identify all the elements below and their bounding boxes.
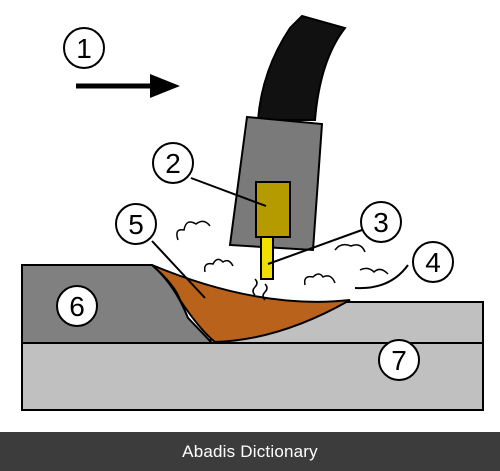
callout-6: 6 xyxy=(56,285,98,327)
callout-1-label: 1 xyxy=(76,33,92,64)
footer-text: Abadis Dictionary xyxy=(182,441,318,461)
callout-3: 3 xyxy=(360,201,402,243)
callout-5-label: 5 xyxy=(128,209,144,240)
shielding-gas xyxy=(176,220,389,301)
callout-4-label: 4 xyxy=(425,247,441,278)
weld-pool xyxy=(151,264,351,344)
welding-diagram: 1 2 3 4 5 6 7 xyxy=(21,14,484,411)
callout-5: 5 xyxy=(115,203,157,245)
electrode-wire xyxy=(260,236,274,280)
site-footer-banner: Abadis Dictionary xyxy=(0,432,500,471)
travel-direction-arrow xyxy=(76,74,180,98)
leader-lines xyxy=(151,177,409,299)
callout-2: 2 xyxy=(152,142,194,184)
torch-cable xyxy=(256,14,347,121)
callout-1: 1 xyxy=(63,27,105,69)
callout-3-label: 3 xyxy=(373,207,389,238)
callout-4: 4 xyxy=(412,241,454,283)
contact-tip xyxy=(255,181,291,238)
callout-7: 7 xyxy=(378,339,420,381)
callout-7-label: 7 xyxy=(391,345,407,376)
callout-6-label: 6 xyxy=(69,291,85,322)
callout-2-label: 2 xyxy=(165,148,181,179)
